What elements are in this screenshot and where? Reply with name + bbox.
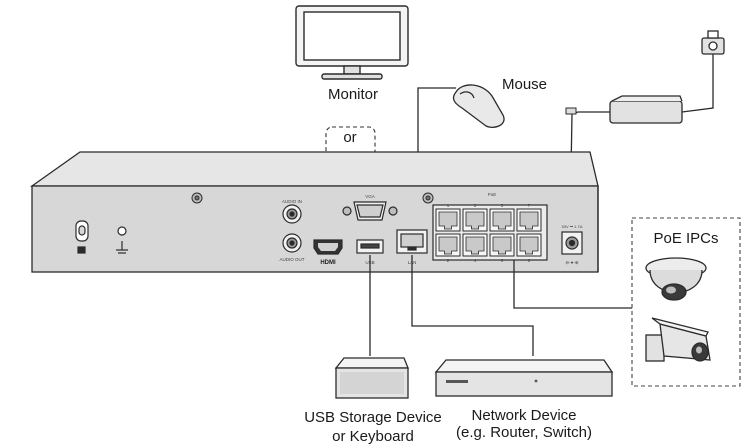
audio-out-port: [282, 233, 302, 253]
poe-port-number: 4: [474, 258, 477, 263]
poe-port-1: 1: [435, 203, 461, 232]
ground-icon: [116, 226, 128, 254]
poe-port-3: 3: [462, 203, 488, 232]
poe-port-8: 8: [516, 233, 542, 263]
audio-in-label: AUDIO IN: [282, 199, 302, 204]
vga-port: [342, 201, 398, 221]
dc-in-label: 53V ⎓ 1.7A: [562, 224, 583, 229]
poe-port-4: 4: [462, 233, 488, 263]
poe-port-number: 3: [474, 203, 477, 208]
hdmi-port: [313, 239, 343, 255]
poe-label: PoE: [488, 192, 497, 197]
poe-port-number: 6: [501, 258, 504, 263]
monitor-label: Monitor: [327, 86, 379, 103]
network-device-label-line2: (e.g. Router, Switch): [456, 424, 592, 441]
poe-port-number: 8: [528, 258, 531, 263]
poe-port-6: 6: [489, 233, 515, 263]
poe-port-5: 5: [489, 203, 515, 232]
vga-label: VGA: [365, 194, 375, 199]
dc-polarity-mark: ⊖-●-⊕: [565, 260, 578, 265]
poe-port-number: 5: [501, 203, 504, 208]
monitor-icon: [295, 5, 409, 80]
audio-in-port: [282, 204, 302, 224]
lock-icon: [75, 220, 89, 254]
usb-device-label-line1: USB Storage Device: [304, 409, 442, 426]
poe-port-number: 2: [447, 258, 450, 263]
bullet-camera-icon: [645, 317, 711, 362]
dome-camera-icon: [645, 257, 707, 301]
mouse-label: Mouse: [502, 76, 548, 93]
network-switch-icon: [434, 359, 614, 397]
usb-device-icon: [334, 357, 409, 399]
poe-port-7: 7: [516, 203, 542, 232]
usb-device-label-line2: or Keyboard: [332, 428, 414, 445]
poe-port-number: 1: [447, 203, 450, 208]
poe-port-number: 7: [528, 203, 531, 208]
or-label: or: [343, 129, 357, 146]
audio-out-label: AUDIO OUT: [279, 257, 304, 262]
power-adapter-icon: [609, 30, 725, 124]
poe-port-2: 2: [435, 233, 461, 263]
lan-port: [396, 229, 428, 254]
mouse-icon: [452, 84, 505, 129]
poe-ipcs-dashed-box: [631, 217, 741, 387]
poe-ipcs-label: PoE IPCs: [653, 230, 719, 247]
usb-port: [356, 239, 384, 254]
network-device-label-line1: Network Device: [471, 407, 577, 424]
dc-in-port: [561, 231, 583, 255]
hdmi-label: HDMI: [320, 260, 336, 266]
